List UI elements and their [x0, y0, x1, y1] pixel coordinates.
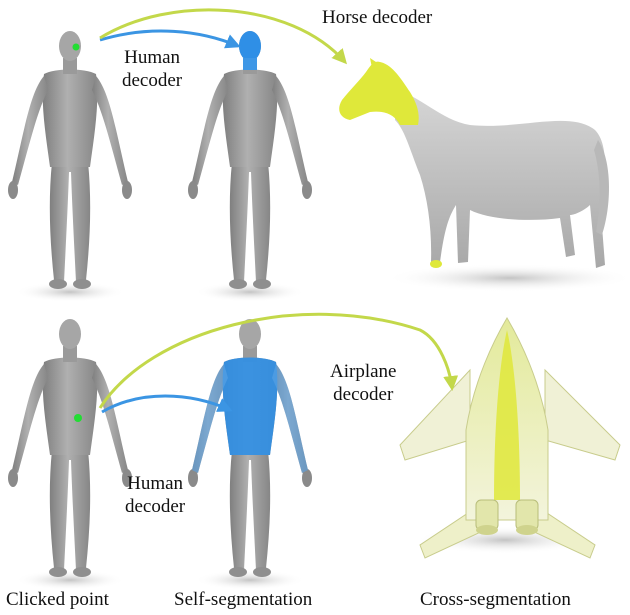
label-human-decoder-top-line2: decoder [122, 69, 182, 92]
click-point-marker [74, 414, 82, 422]
label-human-decoder-top-line1: Human [122, 46, 182, 69]
label-human-decoder-bottom-line1: Human [125, 472, 185, 495]
caption-self-segmentation: Self-segmentation [174, 588, 312, 611]
horse-model [339, 58, 630, 292]
torso-highlight [223, 358, 278, 456]
label-human-decoder-bottom-line2: decoder [125, 495, 185, 518]
caption-clicked-point: Clicked point [6, 588, 109, 611]
arrow-human-decoder-top [100, 31, 238, 46]
caption-cross-segmentation: Cross-segmentation [420, 588, 571, 611]
human-self-seg-top [188, 31, 312, 302]
human-self-seg-bottom [188, 319, 312, 590]
label-airplane-decoder-line1: Airplane [330, 360, 396, 383]
human-clicked-bottom [8, 319, 132, 590]
label-human-decoder-bottom: Human decoder [125, 472, 185, 518]
head-highlight [239, 31, 261, 61]
human-clicked-top [8, 31, 132, 302]
label-airplane-decoder: Airplane decoder [330, 360, 396, 406]
label-human-decoder-top: Human decoder [122, 46, 182, 92]
click-point-marker [73, 44, 80, 51]
airplane-model [400, 318, 620, 558]
label-horse-decoder: Horse decoder [322, 6, 432, 29]
label-airplane-decoder-line2: decoder [330, 383, 396, 406]
